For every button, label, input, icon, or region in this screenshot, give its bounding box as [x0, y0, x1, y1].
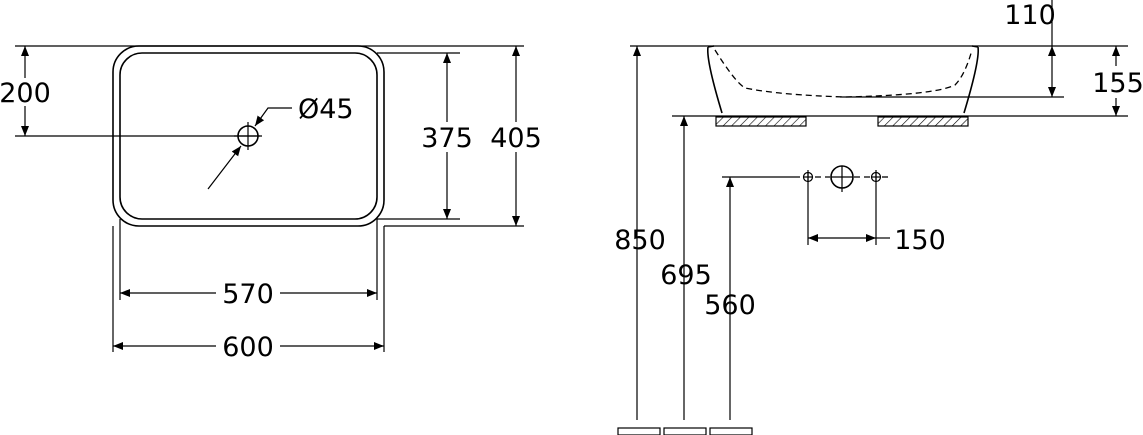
countertop-right: [877, 116, 969, 127]
tap-holes: [802, 165, 890, 192]
dim-height: 155: [1092, 68, 1143, 99]
dim-counter-height: 695: [660, 260, 712, 291]
dim-bowl-depth: 110: [1004, 0, 1056, 31]
dim-waste-height: 560: [704, 290, 756, 321]
dim-drain-offset: 200: [0, 78, 51, 109]
dim-drain-diameter: Ø45: [298, 94, 354, 125]
countertop-left: [715, 116, 807, 127]
dim-outer-depth: 405: [490, 123, 542, 154]
dim-outer-width: 600: [222, 332, 274, 363]
floor-block: [617, 427, 661, 435]
floor-block: [709, 427, 753, 435]
top-view: Ø45 200 375 405 570 600: [0, 45, 542, 363]
side-view: 110 155 850 695 560 150: [614, 0, 1143, 435]
bowl-inner-profile: [714, 49, 973, 98]
dim-tap-spacing: 150: [894, 225, 946, 256]
dim-inner-depth: 375: [421, 123, 473, 154]
dim-rim-height: 850: [614, 225, 666, 256]
basin-side-profile: [706, 45, 980, 114]
floor-block: [663, 427, 707, 435]
dim-inner-width: 570: [222, 279, 274, 310]
drain-hole: [234, 122, 262, 150]
